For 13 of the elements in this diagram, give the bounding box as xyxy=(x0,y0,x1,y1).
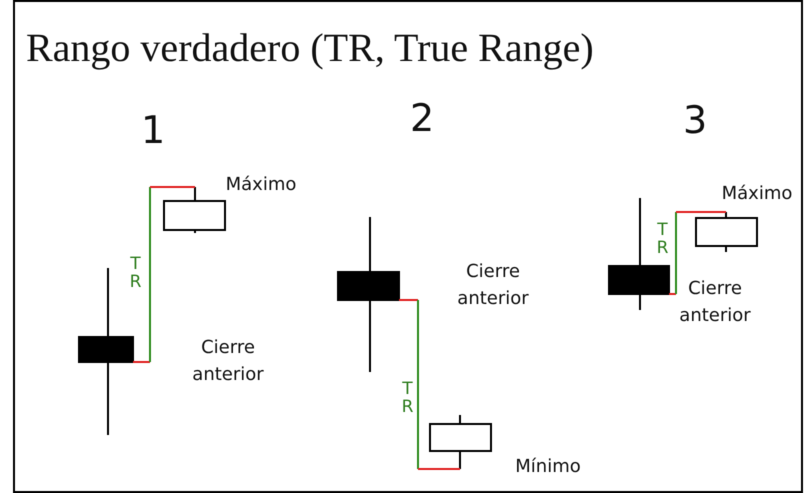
price-label: Mínimo xyxy=(514,455,582,479)
range-label: TR xyxy=(400,381,414,417)
title: Rango verdadero (TR, True Range) xyxy=(26,24,594,71)
range-label: TR xyxy=(128,256,142,292)
price-label: Cierre anterior xyxy=(456,260,530,311)
price-label: Cierre anterior xyxy=(191,336,265,387)
price-label: Máximo xyxy=(224,173,298,197)
range-label: TR xyxy=(656,222,670,258)
price-label: Máximo xyxy=(720,182,794,206)
panel-number: 3 xyxy=(683,98,708,142)
panel-number: 1 xyxy=(141,108,166,152)
price-label: Cierre anterior xyxy=(678,277,752,328)
panel-number: 2 xyxy=(410,96,434,140)
